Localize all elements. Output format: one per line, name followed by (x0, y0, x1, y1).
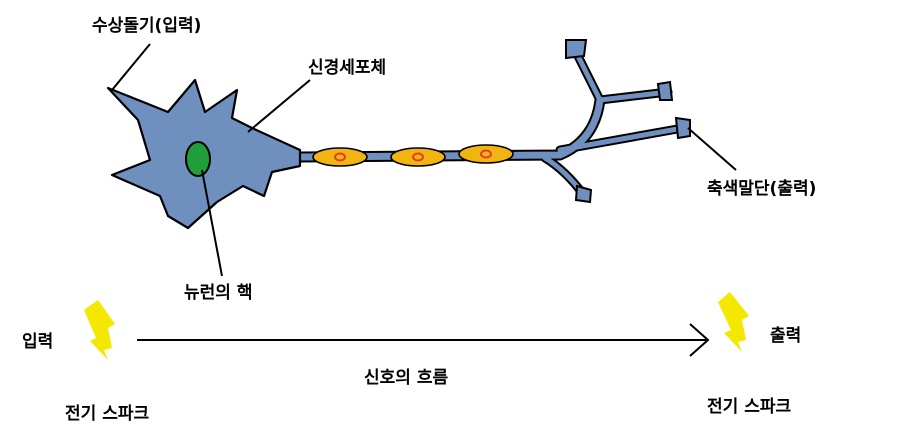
axon-branches (294, 45, 688, 199)
myelin-sheath (312, 147, 368, 167)
signal-flow-label: 신호의 흐름 (364, 368, 449, 388)
dendrite-leader (111, 43, 151, 91)
input-label: 입력 (22, 332, 54, 352)
terminal-leader (687, 127, 737, 171)
cell-body-label: 신경세포체 (308, 58, 387, 78)
myelin-sheaths (312, 144, 514, 167)
output-label: 출력 (770, 326, 802, 346)
leader-lines (111, 43, 737, 277)
lightning-icon-left (84, 300, 115, 360)
spike-left-label: 전기 스파크 (65, 404, 150, 424)
myelin-sheath (458, 144, 514, 164)
axon-terminal-label: 축색말단(출력) (707, 179, 817, 199)
nucleus (185, 141, 211, 177)
cell-body-leader (247, 79, 311, 133)
lightning-icon-right (718, 292, 749, 352)
myelin-node (480, 149, 492, 159)
axon-terminals (565, 39, 691, 204)
myelin-sheath (390, 147, 446, 167)
nucleus-leader (201, 169, 223, 277)
nucleus-label: 뉴런의 핵 (184, 283, 253, 303)
dendrite-label: 수상돌기(입력) (92, 16, 202, 36)
spike-right-label: 전기 스파크 (707, 397, 792, 417)
myelin-node (334, 152, 346, 162)
myelin-node (412, 152, 424, 162)
signal-flow-arrow (137, 323, 710, 357)
